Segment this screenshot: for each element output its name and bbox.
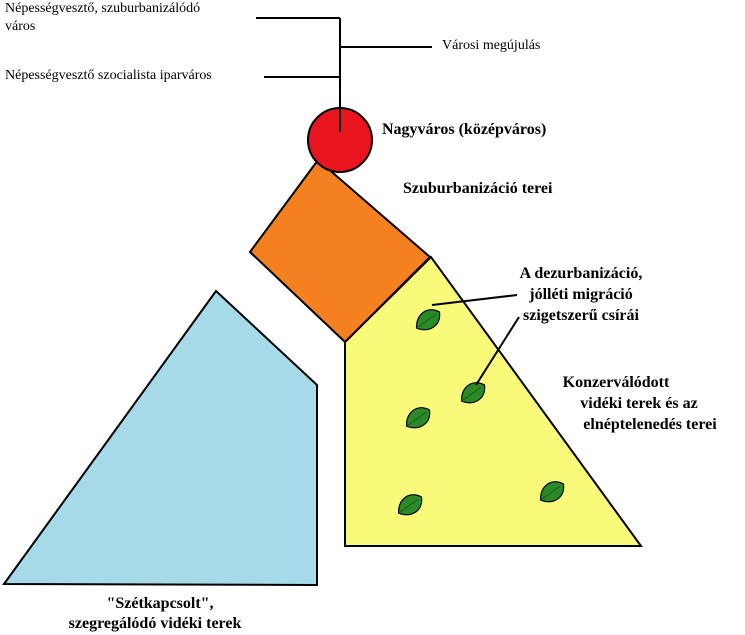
pointer-line-deurbanization-lower xyxy=(475,316,520,386)
label-shrinking-suburbanizing-city-line2: város xyxy=(5,19,36,34)
label-conserved-rural-line3: elnéptelenedés terei xyxy=(583,416,717,433)
label-urban-renewal: Városi megújulás xyxy=(442,38,541,53)
leaf-icon xyxy=(415,309,441,331)
leaves-group xyxy=(397,309,565,516)
label-segregated-rural-line1: "Szétkapcsolt", xyxy=(106,595,214,612)
label-shrinking-suburbanizing-city-line1: Népességvesztő, szuburbanizálódó xyxy=(5,1,201,16)
label-conserved-rural-line1: Konzerválódott xyxy=(562,374,670,391)
top-connector-lines xyxy=(256,17,432,130)
label-conserved-rural-line2: vidéki terek és az xyxy=(580,395,698,412)
label-shrinking-socialist-industrial-city: Népességvesztő szocialista iparváros xyxy=(5,68,212,83)
label-big-city: Nagyváros (középváros) xyxy=(382,121,547,138)
suburbanization-area xyxy=(248,158,432,344)
label-deurbanization-line1: A dezurbanizáció, xyxy=(519,265,643,282)
label-deurbanization-line2: jólléti migráció xyxy=(529,286,633,303)
leaf-icon xyxy=(397,494,423,516)
segregated-rural-area xyxy=(2,289,318,587)
leaf-icon xyxy=(405,407,431,429)
label-suburbanization-spaces: Szuburbanizáció terei xyxy=(403,180,553,197)
pointer-line-deurbanization-upper xyxy=(431,294,518,306)
leaf-icon xyxy=(460,382,486,404)
leaf-icon xyxy=(539,481,565,503)
label-segregated-rural-line2: szegregálódó vidéki terek xyxy=(68,615,242,632)
label-deurbanization-line3: szigetszerű csírái xyxy=(523,307,639,324)
